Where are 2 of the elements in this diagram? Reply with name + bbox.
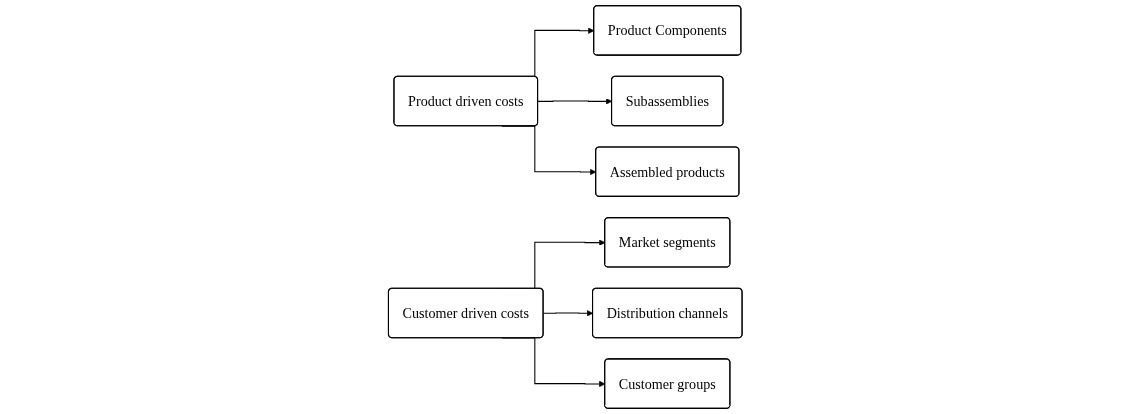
arrow — [542, 310, 593, 317]
arrow — [537, 98, 612, 105]
